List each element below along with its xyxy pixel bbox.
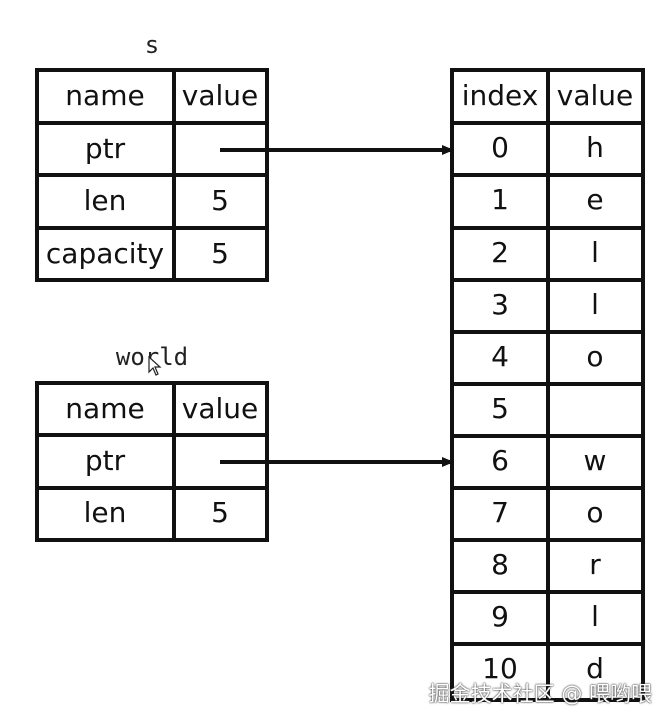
heap-row-index: 6 — [491, 444, 509, 477]
struct-world-row-ptr-name: ptr — [85, 444, 126, 477]
heap-row-index: 8 — [491, 548, 509, 581]
heap-row-index: 7 — [491, 496, 509, 529]
struct-world-header-name: name — [65, 392, 144, 425]
heap-row-index: 5 — [491, 392, 509, 425]
heap-row-index: 0 — [491, 131, 509, 164]
struct-s-header-value: value — [182, 79, 258, 112]
struct-world-row-len-name: len — [84, 496, 127, 529]
heap-row-index: 3 — [491, 288, 509, 321]
struct-s-row-capacity-value: 5 — [211, 237, 229, 270]
heap-row-index: 4 — [491, 340, 509, 373]
heap-row-value: h — [586, 131, 604, 164]
heap-row-value: o — [586, 496, 603, 529]
heap-row-index: 2 — [491, 236, 509, 269]
struct-s-row-len-value: 5 — [211, 184, 229, 217]
struct-s-header-name: name — [65, 79, 144, 112]
struct-s-row-len-name: len — [84, 184, 127, 217]
mouse-cursor-icon — [148, 356, 162, 376]
heap-row-value: l — [591, 288, 599, 321]
heap-row-value: d — [586, 652, 604, 685]
heap-row-value: l — [591, 600, 599, 633]
struct-world-header-value: value — [182, 392, 258, 425]
heap-row-value: e — [586, 183, 603, 216]
heap-row-value: o — [586, 340, 603, 373]
struct-s-row-ptr-name: ptr — [85, 132, 126, 165]
struct-world-row-len-value: 5 — [211, 496, 229, 529]
heap-table: index value 0 h 1 e 2 l 3 l 4 o 5 6 w 7 … — [450, 68, 645, 702]
heap-row-index: 9 — [491, 600, 509, 633]
heap-row-index: 10 — [482, 652, 518, 685]
heap-row-value: r — [589, 548, 601, 581]
heap-row-index: 1 — [491, 183, 509, 216]
struct-world-table: name value ptr len 5 — [35, 381, 269, 542]
struct-s-label: s — [145, 31, 159, 59]
heap-header-index: index — [462, 79, 539, 112]
struct-s-table: name value ptr len 5 capacity 5 — [35, 68, 269, 282]
heap-header-value: value — [557, 79, 633, 112]
watermark: 掘金技术社区 @ 喂哟喂 — [428, 682, 652, 706]
heap-row-value: w — [584, 444, 607, 477]
struct-s-row-capacity-name: capacity — [46, 237, 164, 270]
heap-row-value: l — [591, 236, 599, 269]
